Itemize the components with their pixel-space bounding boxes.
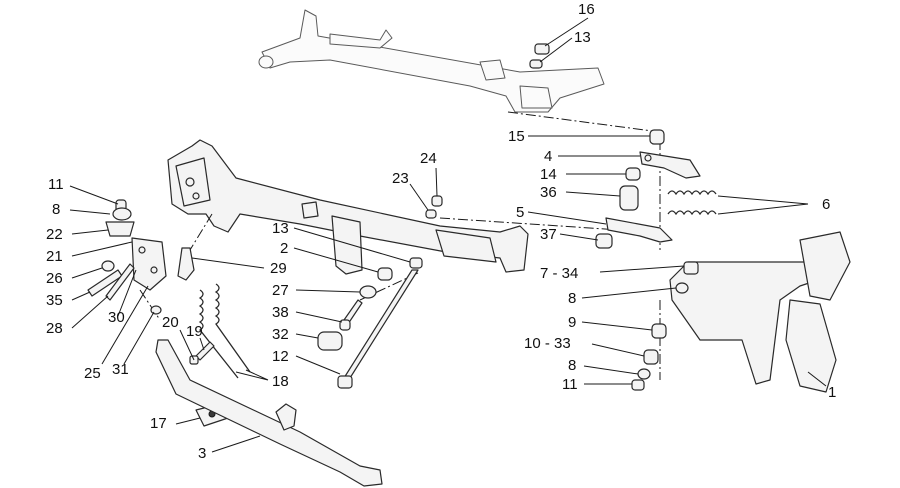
callout-8: 8 [568,357,576,374]
callout-4: 4 [544,148,552,165]
callout-35: 35 [46,292,63,309]
right-parts [529,43,851,393]
callout-15: 15 [508,128,525,145]
center-parts [177,195,443,389]
upper-frame [258,9,605,113]
callout-6: 6 [822,196,830,213]
callout-36: 36 [540,184,557,201]
callout-26: 26 [46,270,63,287]
leader-lines [69,17,827,453]
assembly-lines [139,111,661,380]
callout-31: 31 [112,361,129,378]
callout-32: 32 [272,326,289,343]
callout-2: 2 [280,240,288,257]
callout-13: 13 [574,29,591,46]
callout-12: 12 [272,348,289,365]
callout-24: 24 [420,150,437,167]
callout-30: 30 [108,309,125,326]
callout-18: 18 [272,373,289,390]
callout-25: 25 [84,365,101,382]
callout-labels: 16 13 15 4 14 36 6 5 37 7 - 34 8 9 10 - … [46,1,836,462]
callout-11: 11 [562,376,578,393]
callout-19: 19 [186,323,203,340]
callout-10-33: 10 - 33 [524,335,571,352]
callout-20: 20 [162,314,179,331]
callout-13: 13 [272,220,289,237]
left-parts [87,199,383,487]
callout-17: 17 [150,415,167,432]
callout-8: 8 [52,201,60,218]
callout-1: 1 [828,384,836,401]
callout-28: 28 [46,320,63,337]
callout-8: 8 [568,290,576,307]
callout-11: 11 [48,176,64,193]
callout-9: 9 [568,314,576,331]
callout-14: 14 [540,166,557,183]
callout-23: 23 [392,170,409,187]
callout-5: 5 [516,204,524,221]
callout-29: 29 [270,260,287,277]
callout-27: 27 [272,282,289,299]
callout-7-34: 7 - 34 [540,265,578,282]
callout-16: 16 [578,1,595,18]
callout-38: 38 [272,304,289,321]
callout-21: 21 [46,248,63,265]
callout-37: 37 [540,226,557,243]
main-frame [167,139,529,275]
callout-22: 22 [46,226,63,243]
callout-3: 3 [198,445,206,462]
